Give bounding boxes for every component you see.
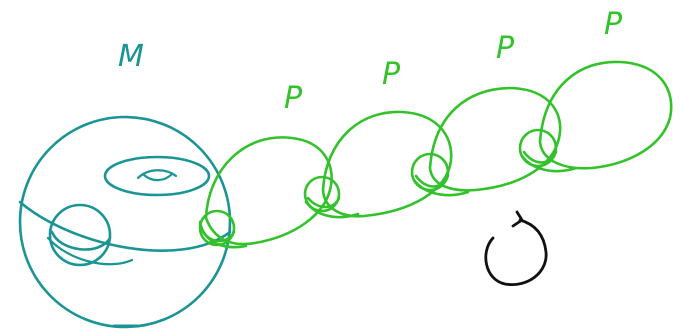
piece-p-3-hole xyxy=(410,152,450,192)
circular-arrow-head xyxy=(511,210,524,228)
piece-p-3 xyxy=(410,86,562,197)
manifold-boundary-sphere xyxy=(48,203,112,267)
manifold-m xyxy=(18,115,232,329)
piece-p-4-neck xyxy=(520,154,578,173)
label-m: M xyxy=(118,39,144,74)
manifold-boundary-rim xyxy=(50,230,112,251)
piece-p-2-body xyxy=(321,110,453,218)
piece-p-2 xyxy=(303,110,453,219)
piece-p-3-body xyxy=(428,86,562,192)
label-p-1: P xyxy=(284,81,303,116)
piece-p-3-neck xyxy=(412,178,470,197)
piece-p-4 xyxy=(518,60,673,173)
label-p-2: P xyxy=(382,57,401,92)
circular-arrow-body xyxy=(484,218,548,287)
piece-p-1-neck xyxy=(198,220,248,249)
piece-p-3-hole-rim xyxy=(414,174,450,188)
piece-p-1-body xyxy=(204,136,333,246)
label-p-4: P xyxy=(604,7,623,42)
piece-p-2-neck xyxy=(304,200,360,219)
circular-arrow-icon xyxy=(484,210,548,287)
piece-p-2-hole xyxy=(303,175,341,213)
piece-p-4-body xyxy=(538,60,673,170)
label-p-3: P xyxy=(496,31,515,66)
manifold-boundary-neck xyxy=(46,236,134,266)
manifold-handle-inner xyxy=(136,169,178,182)
piece-p-1 xyxy=(198,136,333,249)
piece-p-4-hole xyxy=(518,128,558,168)
manifold-handle-outer xyxy=(103,155,211,197)
piece-p-4-hole-rim xyxy=(522,150,558,164)
piece-p-2-hole-rim xyxy=(306,196,341,209)
piece-chain xyxy=(198,60,673,249)
